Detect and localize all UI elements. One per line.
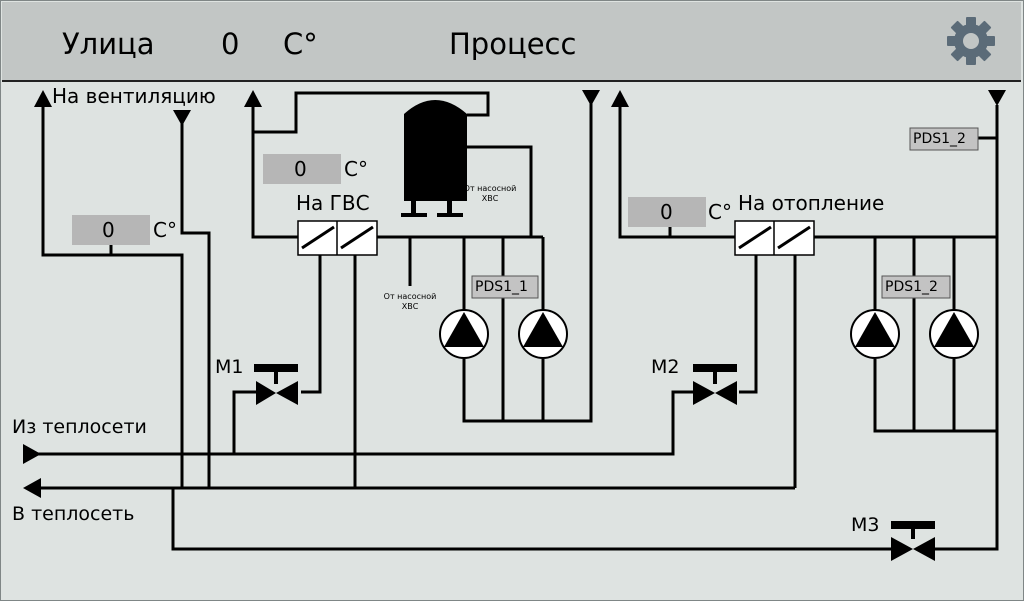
valve-m3-label: М3 <box>851 514 880 536</box>
network-return-label: В теплосеть <box>12 503 135 525</box>
heating-pump-1[interactable] <box>850 309 900 359</box>
pds1-2-return-sensor-box <box>909 127 979 151</box>
gear-icon[interactable] <box>945 15 997 67</box>
header-bar: Улица 0 C° Процесс <box>2 2 1021 82</box>
ventilation-temperature-box <box>72 215 150 245</box>
pds1-1-sensor-box <box>471 275 539 299</box>
pipe-cold-water-note: От насосной ХВС <box>383 292 437 311</box>
heating-pump-2[interactable] <box>929 309 979 359</box>
valve-m1[interactable] <box>254 364 298 405</box>
tank-cold-water-note: От насосной ХВС <box>463 184 517 203</box>
pds1-1-label: PDS1_1 <box>475 279 528 295</box>
heating-temperature-box <box>628 197 706 227</box>
hot-water-pump-2[interactable] <box>518 309 568 359</box>
hot-water-temperature-unit: C° <box>344 157 368 181</box>
street-temperature-unit: C° <box>283 27 318 61</box>
heating-temperature-unit: C° <box>708 200 732 224</box>
hot-water-pump-1[interactable] <box>439 309 489 359</box>
hot-water-temperature-value: 0 <box>294 157 307 181</box>
ventilation-temperature-unit: C° <box>153 218 177 242</box>
water-tank <box>401 100 467 217</box>
pds1-2-pump-sensor-box <box>881 275 951 299</box>
hot-water-label: На ГВС <box>296 191 370 215</box>
network-supply-label: Из теплосети <box>12 416 147 438</box>
street-temperature-value: 0 <box>221 27 240 61</box>
valve-m2[interactable] <box>693 364 737 405</box>
valve-m3[interactable] <box>891 521 935 561</box>
street-label: Улица <box>62 27 155 61</box>
hot-water-temperature-box <box>263 154 341 184</box>
ventilation-label: На вентиляцию <box>52 84 216 108</box>
valve-m2-label: М2 <box>651 356 680 378</box>
pds1-2-return-label: PDS1_2 <box>913 131 966 147</box>
heating-temperature-value: 0 <box>660 200 673 224</box>
valve-m1-label: М1 <box>215 356 244 378</box>
heating-label: На отопление <box>738 191 885 215</box>
page-title: Процесс <box>449 27 577 61</box>
pds1-2-pump-label: PDS1_2 <box>885 279 938 295</box>
ventilation-temperature-value: 0 <box>102 218 115 242</box>
